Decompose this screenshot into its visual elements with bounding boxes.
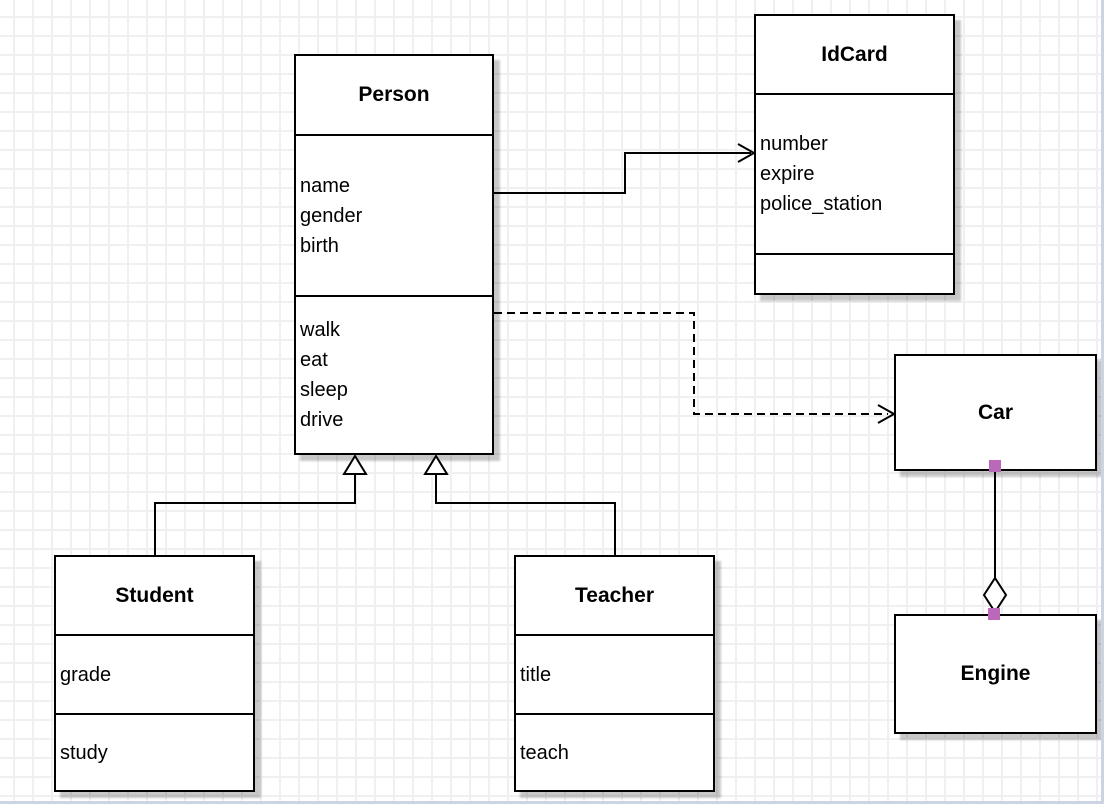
class-car[interactable]: Car (894, 354, 1097, 471)
attribute-label: number (760, 133, 828, 155)
class-idcard-methods (756, 253, 953, 293)
attribute-label: title (520, 663, 552, 686)
class-idcard-attributes: number expire police_station (756, 93, 953, 253)
method-label: eat (300, 349, 328, 371)
class-engine-title: Engine (960, 662, 1031, 685)
method-label: study (60, 741, 108, 764)
class-teacher-title: Teacher (575, 583, 654, 607)
open-arrowhead-icon (737, 143, 757, 163)
method-label: walk (300, 319, 341, 341)
class-idcard[interactable]: IdCard number expire police_station (754, 14, 955, 295)
attribute-label: police_station (760, 193, 883, 215)
hollow-triangle-icon (423, 454, 449, 475)
class-engine[interactable]: Engine (894, 614, 1097, 734)
attribute-label: expire (760, 163, 815, 185)
edge-person-idcard[interactable] (494, 143, 757, 194)
class-teacher-attributes: title (516, 634, 713, 713)
class-person-title: Person (358, 83, 430, 106)
window-edge-bottom (0, 801, 1104, 804)
hollow-diamond-icon (982, 576, 1008, 614)
method-label: drive (300, 409, 344, 431)
attribute-label: grade (60, 663, 112, 686)
class-student-methods: study (56, 713, 253, 790)
class-teacher-methods: teach (516, 713, 713, 790)
open-arrowhead-icon (877, 404, 897, 424)
class-student[interactable]: Student grade study (54, 555, 255, 792)
class-student-attributes: grade (56, 634, 253, 713)
edge-teacher-person[interactable] (423, 454, 616, 555)
class-person[interactable]: Person name gender birth walk eat sleep … (294, 54, 494, 455)
method-label: sleep (300, 379, 348, 401)
method-label: teach (520, 741, 569, 764)
attribute-label: birth (300, 234, 339, 257)
attribute-label: name (300, 174, 351, 197)
class-person-methods: walk eat sleep drive (296, 295, 492, 453)
class-teacher[interactable]: Teacher title teach (514, 555, 715, 792)
edge-car-engine[interactable] (982, 460, 1008, 620)
window-edge-right (1101, 0, 1104, 804)
attribute-label: gender (300, 204, 363, 227)
class-car-title: Car (977, 400, 1014, 424)
class-idcard-title: IdCard (821, 42, 888, 66)
edge-person-car[interactable] (494, 312, 897, 424)
edge-student-person[interactable] (154, 454, 368, 555)
class-person-attributes: name gender birth (296, 134, 492, 295)
class-student-title: Student (115, 583, 194, 607)
hollow-triangle-icon (342, 454, 368, 475)
